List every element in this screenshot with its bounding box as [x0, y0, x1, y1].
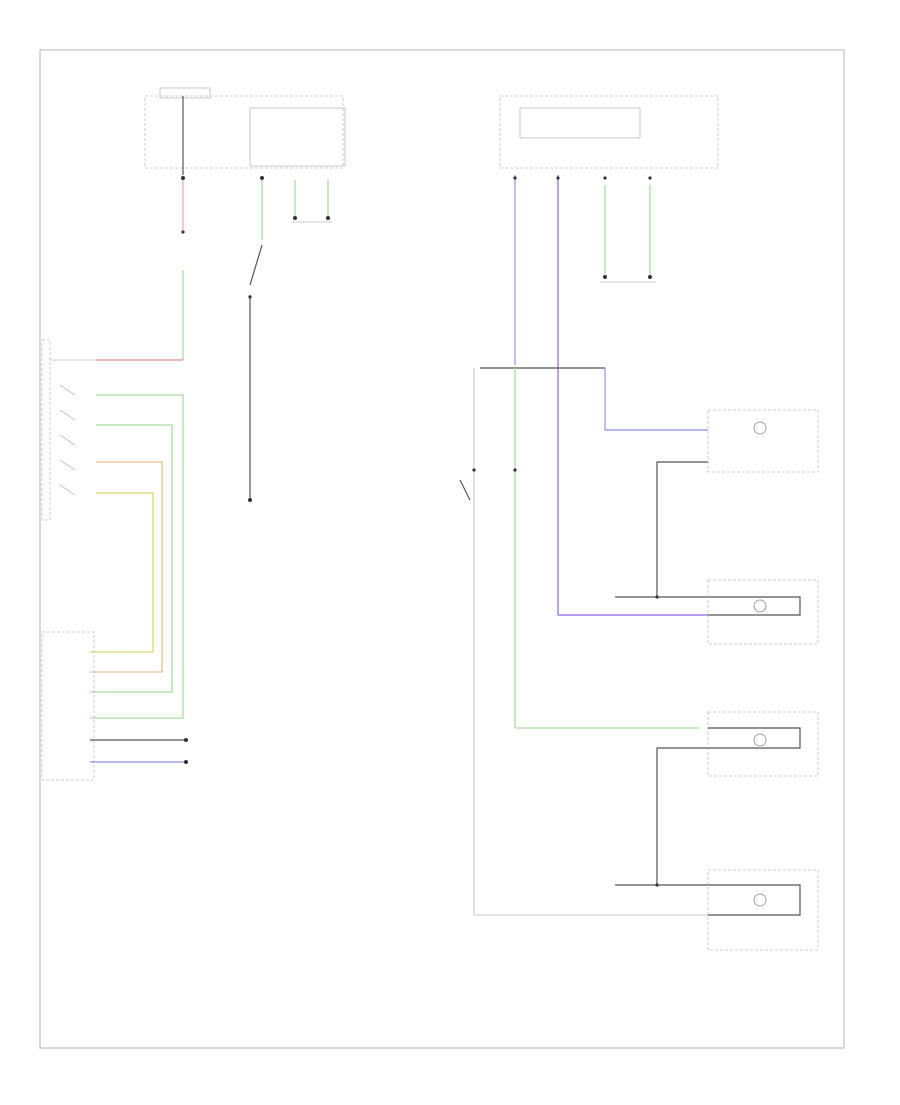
switch-blade — [459, 479, 471, 501]
connector-dot — [648, 176, 652, 180]
yellow-wire — [90, 492, 154, 653]
bulb-icon — [753, 893, 767, 907]
tr-switch-contact — [59, 409, 76, 421]
connector-dot — [603, 176, 607, 180]
lamp-loop — [708, 596, 801, 616]
connector-dot — [655, 595, 659, 599]
connector-dot — [655, 883, 659, 887]
tr-switch-contact — [59, 384, 76, 396]
blue-wire — [604, 368, 708, 431]
orange-wire — [90, 461, 163, 673]
connector-dot — [603, 275, 607, 279]
left-relay-box — [249, 107, 346, 167]
connector-dot — [181, 176, 185, 180]
right-fuse-box — [499, 95, 719, 169]
connector-dot — [181, 230, 185, 234]
connector-dot — [513, 468, 517, 472]
bulb-icon — [753, 733, 767, 747]
connector-dot — [648, 275, 652, 279]
connector-dot — [248, 498, 252, 502]
lamp-loop — [708, 884, 801, 916]
tr-switch-contact — [59, 484, 76, 496]
connector-dot — [556, 176, 560, 180]
green-wire — [90, 424, 173, 693]
tr-switch-housing — [41, 339, 51, 521]
bulb-icon — [753, 421, 767, 435]
connector-dot — [248, 295, 252, 299]
green-wire — [90, 394, 184, 719]
connector-dot — [184, 760, 188, 764]
connector-dot — [326, 216, 330, 220]
reverse-lamp-1 — [707, 409, 819, 473]
connector-dot — [513, 176, 517, 180]
switch-blade — [249, 244, 263, 286]
reverse-lamp-3 — [707, 711, 819, 777]
reverse-lamp-2 — [707, 579, 819, 645]
diagram-frame — [39, 49, 845, 1049]
ground-wire — [656, 461, 708, 597]
lamp-loop — [708, 727, 801, 749]
connector-dot — [184, 738, 188, 742]
tr-switch-contact — [59, 434, 76, 446]
connector-dot — [472, 468, 476, 472]
left-fuse-label-box — [159, 87, 211, 99]
control-module — [41, 631, 95, 781]
ground-wire — [656, 747, 708, 885]
connector-dot — [260, 176, 264, 180]
tr-switch-contact — [59, 459, 76, 471]
right-fuse-label-box — [519, 107, 641, 139]
reverse-lamp-4 — [707, 869, 819, 951]
left-fuse-box — [144, 95, 344, 169]
bulb-icon — [753, 599, 767, 613]
connector-dot — [293, 216, 297, 220]
